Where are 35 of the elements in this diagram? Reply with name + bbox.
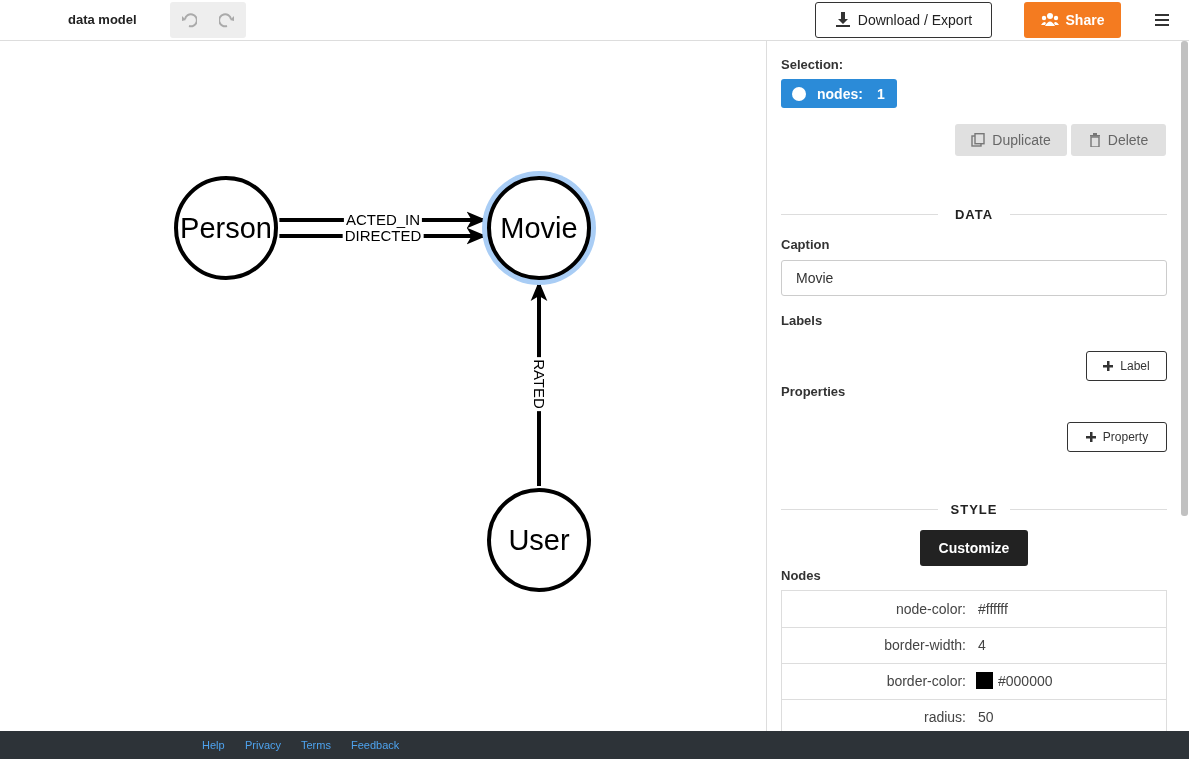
customize-button: Customize (920, 530, 1028, 566)
property-value: 50 (978, 709, 994, 725)
section-label: Selection: (781, 57, 844, 72)
share-button: Share (1024, 2, 1121, 38)
property-key: border-width: (884, 637, 966, 653)
edge-label: RATED (531, 356, 547, 411)
delete-button: Delete (1071, 124, 1166, 156)
property-key: radius: (923, 709, 966, 725)
footer-link: Feedback (351, 739, 400, 751)
edge-label: ACTED_IN (343, 212, 423, 228)
section-heading: STYLE (938, 502, 1010, 517)
property-key: border-color: (886, 673, 966, 689)
field-label: Properties (781, 384, 846, 399)
property-key: node-color: (895, 601, 966, 617)
footer-link: Privacy (245, 739, 282, 751)
field-label: Caption (781, 237, 830, 252)
document-title: data model (68, 12, 137, 27)
caption-input-field: Movie (781, 260, 1167, 296)
property-value: #ffffff (978, 601, 1008, 617)
download-export-button: Download / Export (815, 2, 992, 38)
add-property-button: Property (1067, 422, 1167, 452)
graph-node: User (487, 488, 591, 592)
graph-node: Person (174, 176, 278, 280)
property-value: 4 (978, 637, 986, 653)
chip-count: 1 (877, 86, 885, 102)
footer-link: Help (202, 739, 225, 751)
edge-label: DIRECTED (342, 228, 424, 244)
add-label-button: Label (1086, 351, 1167, 381)
section-heading: DATA (938, 207, 1010, 222)
field-label: Labels (781, 313, 823, 328)
field-label: Nodes (781, 568, 821, 583)
property-value: #000000 (998, 673, 1053, 689)
duplicate-button: Duplicate (955, 124, 1067, 156)
footer-link: Terms (301, 739, 331, 751)
chip-label: nodes: (817, 86, 863, 102)
